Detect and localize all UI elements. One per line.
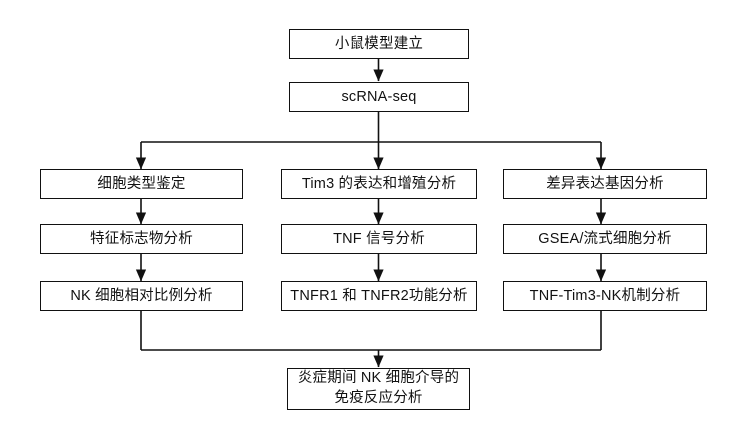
- node-deg-analysis[interactable]: 差异表达基因分析: [503, 169, 707, 199]
- node-model[interactable]: 小鼠模型建立: [289, 29, 469, 59]
- node-gsea-flow-cytometry-analysis[interactable]: GSEA/流式细胞分析: [503, 224, 707, 254]
- node-cell-type-identification[interactable]: 细胞类型鉴定: [40, 169, 243, 199]
- node-tnf-tim3-nk-mechanism-analysis[interactable]: TNF-Tim3-NK机制分析: [503, 281, 707, 311]
- node-tnf-signaling-analysis[interactable]: TNF 信号分析: [281, 224, 477, 254]
- node-tnfr1-tnfr2-function-analysis[interactable]: TNFR1 和 TNFR2功能分析: [281, 281, 477, 311]
- node-marker-analysis[interactable]: 特征标志物分析: [40, 224, 243, 254]
- node-scrnaseq[interactable]: scRNA-seq: [289, 82, 469, 112]
- node-nk-proportion-analysis[interactable]: NK 细胞相对比例分析: [40, 281, 243, 311]
- node-tim3-expression-analysis[interactable]: Tim3 的表达和增殖分析: [281, 169, 477, 199]
- node-inflammation-nk-immune-response-analysis[interactable]: 炎症期间 NK 细胞介导的 免疫反应分析: [287, 368, 470, 410]
